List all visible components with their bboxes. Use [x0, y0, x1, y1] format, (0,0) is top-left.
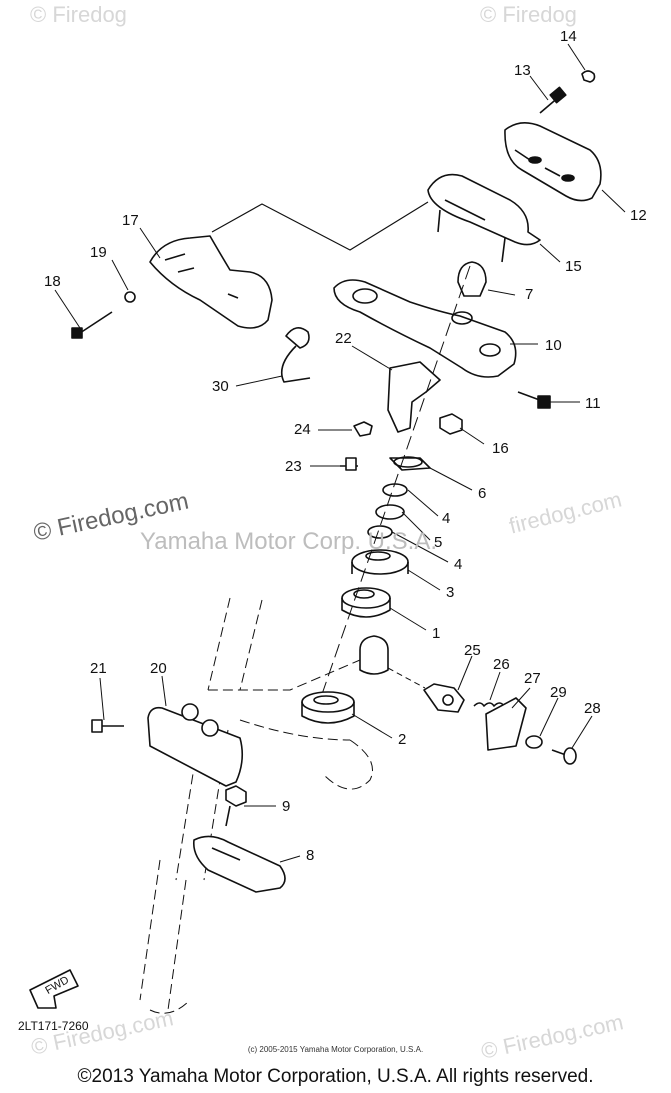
part-16-nut: [439, 413, 463, 435]
label-2: 2: [398, 731, 407, 748]
label-10: 10: [545, 337, 562, 354]
watermark-top-right: © Firedog: [480, 2, 577, 27]
part-27-cover: [485, 697, 527, 751]
label-5: 5: [434, 534, 443, 551]
label-6: 6: [478, 485, 487, 502]
part-6-ring-nut: [389, 456, 431, 471]
label-7: 7: [525, 286, 534, 303]
label-17: 17: [122, 212, 139, 229]
watermark-top-left: © Firedog: [30, 2, 127, 27]
part-17-handlebar: [149, 235, 273, 329]
leader-lines: [54, 43, 626, 863]
label-21: 21: [90, 660, 107, 677]
watermark-yamaha: Yamaha Motor Corp. U.S.A.: [140, 528, 437, 555]
label-9: 9: [282, 798, 291, 815]
part-11-bolt: [517, 391, 551, 409]
label-14: 14: [560, 28, 577, 45]
part-8-cover: [192, 835, 286, 893]
part-13-bolt: [539, 86, 567, 114]
part-9-bolt: [225, 785, 247, 827]
label-20: 20: [150, 660, 167, 677]
label-12: 12: [630, 207, 647, 224]
label-27: 27: [524, 670, 541, 687]
frame-outline: [139, 597, 373, 1014]
label-30: 30: [212, 378, 229, 395]
part-3-dust-seal: [351, 549, 409, 575]
part-7-cap: [457, 261, 487, 297]
label-26: 26: [493, 656, 510, 673]
label-15: 15: [565, 258, 582, 275]
label-11: 11: [585, 395, 601, 412]
label-16: 16: [492, 440, 509, 457]
part-2-bearing-lower: [301, 691, 355, 724]
part-14-cap: [581, 70, 596, 83]
part-12-handle-holder-upper: [504, 122, 602, 202]
cable-collar: [359, 635, 426, 689]
label-1: 1: [432, 625, 441, 642]
label-22: 22: [335, 330, 352, 347]
part-28-screw: [551, 747, 577, 765]
part-10-under-bracket: [333, 279, 517, 378]
part-23-bolt: [340, 457, 358, 471]
copyright-small: (c) 2005-2015 Yamaha Motor Corporation, …: [247, 1045, 424, 1054]
label-8: 8: [306, 847, 315, 864]
fwd-arrow-icon: [29, 969, 79, 1009]
diagram-part-code: 2LT171-7260: [18, 1019, 89, 1033]
part-1-bearing: [341, 587, 391, 618]
label-29: 29: [550, 684, 567, 701]
label-25: 25: [464, 642, 481, 659]
leader-17-15: [211, 201, 429, 251]
part-26-spring: [473, 702, 505, 707]
part-30-plate: [280, 327, 311, 383]
part-15-handle-holder: [427, 173, 541, 263]
label-28: 28: [584, 700, 601, 717]
part-20-emblem-bracket: [147, 703, 244, 787]
label-4-upper: 4: [442, 510, 451, 527]
label-24: 24: [294, 421, 311, 438]
axis-centerline: [319, 265, 471, 701]
part-21-bolt: [91, 719, 124, 733]
label-3: 3: [446, 584, 455, 601]
label-4-lower: 4: [454, 556, 463, 573]
part-5-ring: [375, 504, 405, 520]
label-18: 18: [44, 273, 61, 290]
part-24-nut: [353, 421, 373, 437]
label-13: 13: [514, 62, 531, 79]
part-29-washer: [525, 735, 543, 749]
part-22-bracket: [387, 361, 441, 433]
label-19: 19: [90, 244, 107, 261]
part-19-washer: [124, 291, 136, 303]
part-25-lock-assembly: [423, 683, 465, 713]
part-18-bolt: [71, 311, 113, 339]
part-4-washer-upper: [382, 483, 408, 497]
copyright-main: ©2013 Yamaha Motor Corporation, U.S.A. A…: [77, 1066, 594, 1087]
label-23: 23: [285, 458, 302, 475]
